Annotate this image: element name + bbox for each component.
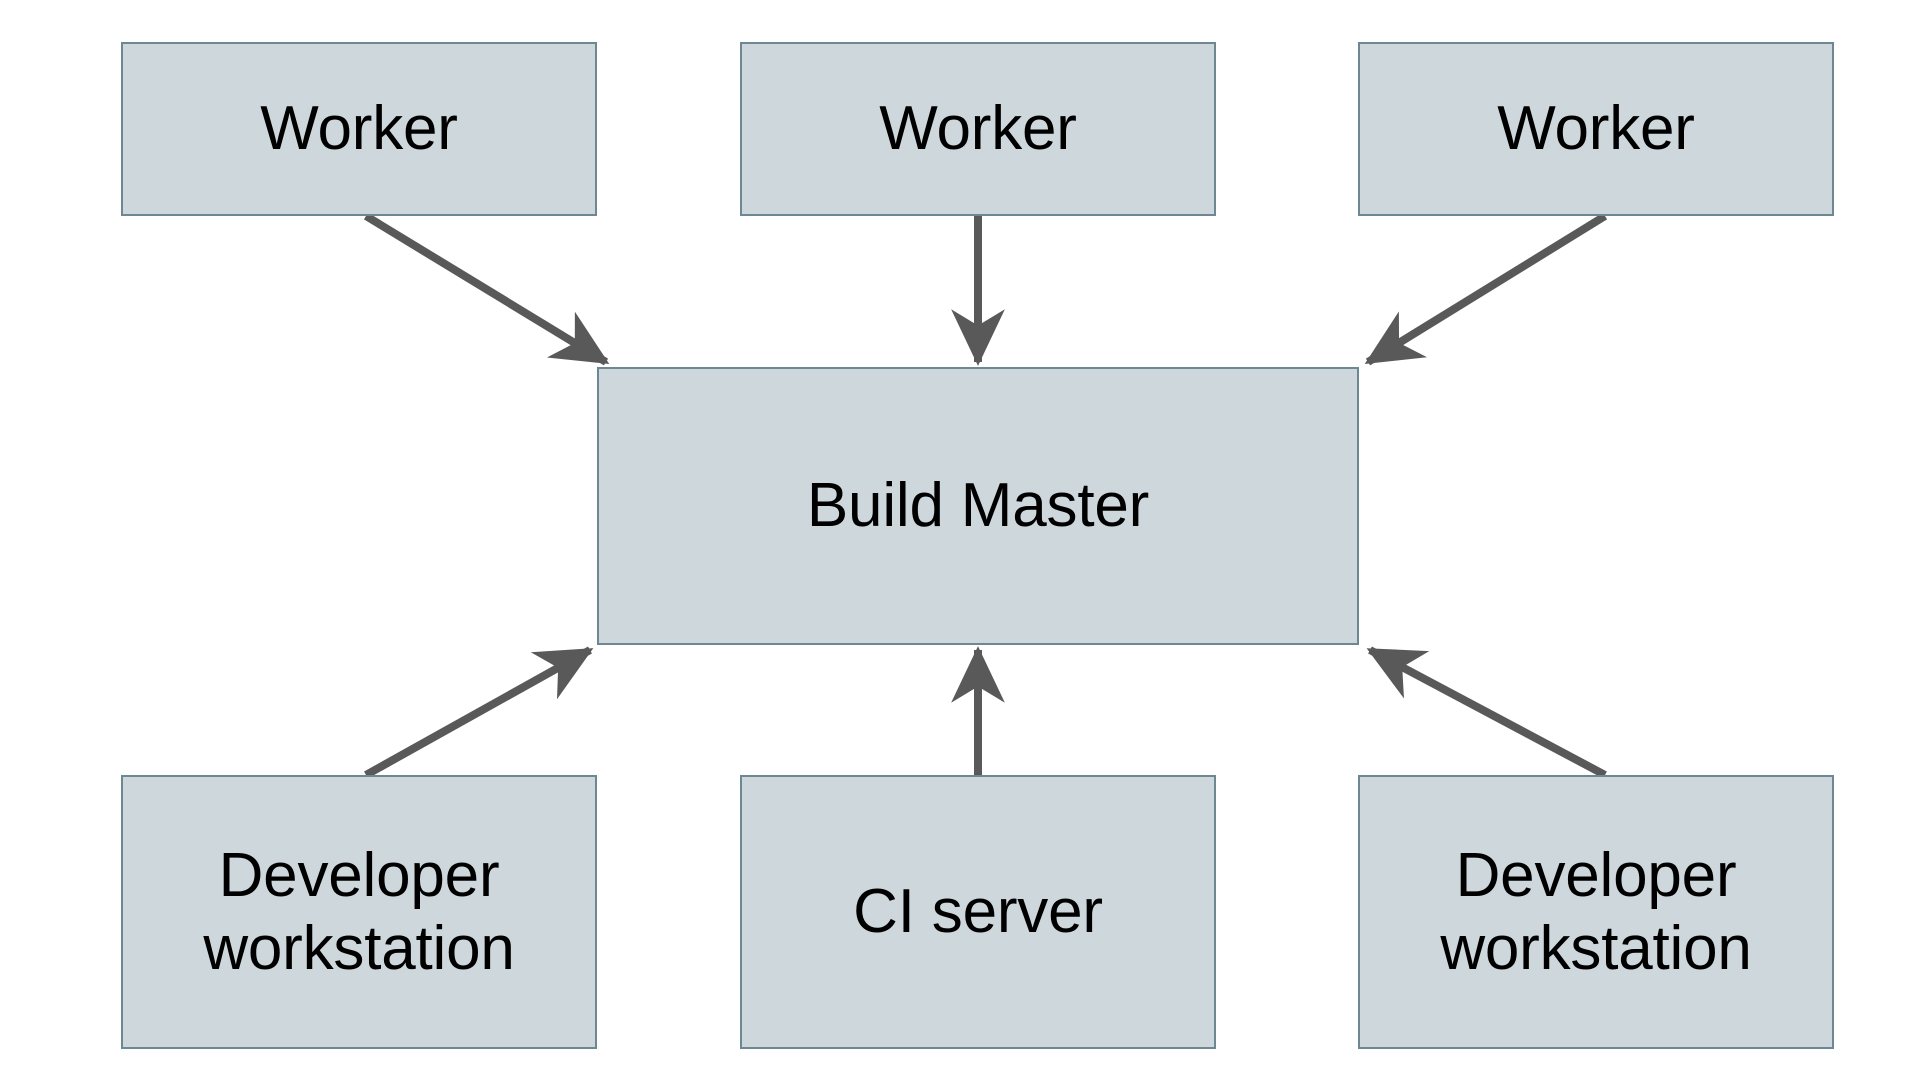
- node-worker-center-label: Worker: [879, 94, 1077, 164]
- node-worker-right-label: Worker: [1497, 94, 1695, 164]
- node-developer-workstation-left[interactable]: Developer workstation: [121, 775, 597, 1049]
- node-build-master[interactable]: Build Master: [597, 367, 1359, 645]
- edge-workstation-left-to-master: [364, 646, 594, 779]
- node-worker-right[interactable]: Worker: [1358, 42, 1834, 216]
- node-worker-left[interactable]: Worker: [121, 42, 597, 216]
- node-developer-workstation-right[interactable]: Developer workstation: [1358, 775, 1834, 1049]
- node-ci-server[interactable]: CI server: [740, 775, 1216, 1049]
- node-worker-left-label: Worker: [260, 94, 458, 164]
- node-build-master-label: Build Master: [806, 471, 1150, 541]
- node-worker-center[interactable]: Worker: [740, 42, 1216, 216]
- edge-worker-right-to-master: [1364, 212, 1608, 366]
- node-developer-workstation-left-label: Developer workstation: [203, 840, 515, 983]
- edge-workstation-right-to-master: [1366, 646, 1607, 779]
- node-developer-workstation-right-label: Developer workstation: [1440, 840, 1752, 983]
- edge-worker-left-to-master: [363, 212, 610, 366]
- node-ci-server-label: CI server: [853, 877, 1103, 947]
